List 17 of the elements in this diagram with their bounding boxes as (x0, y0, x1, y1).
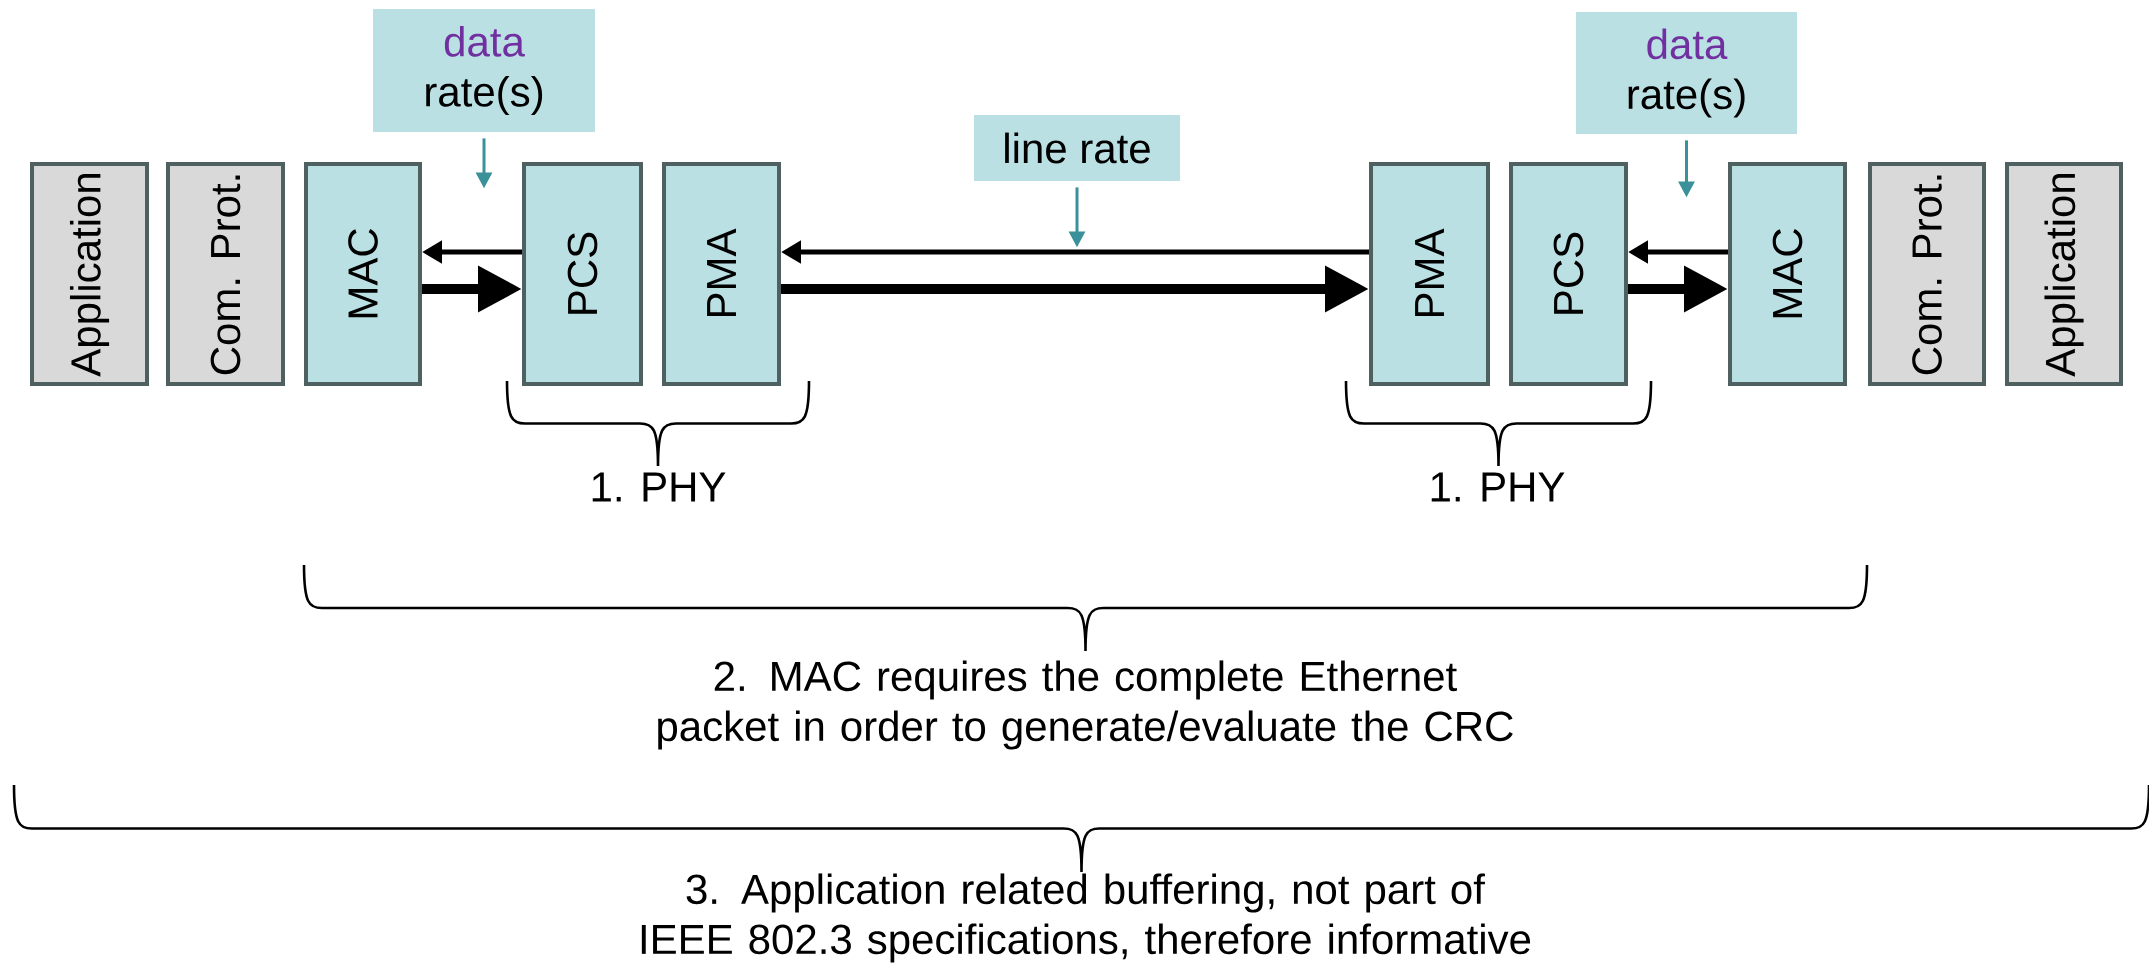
layer-box: Com. Prot. (1868, 162, 1986, 386)
layer-box: PMA (662, 162, 781, 386)
annotation-text: 3. Application related buffering, not part of IEEE 802.3 specifications, therefore informative (641, 873, 1531, 963)
layer-box: Com. Prot. (166, 162, 285, 386)
layer-box: Application (30, 162, 149, 386)
callout-box: data rate(s) (1576, 12, 1797, 134)
layer-box: Application (2005, 162, 2123, 386)
annotation-text: 1. PHY (592, 472, 726, 502)
layer-box: PCS (1509, 162, 1628, 386)
layer-box: MAC (1728, 162, 1847, 386)
annotation-text: 1. PHY (1431, 472, 1565, 502)
layer-box: PCS (522, 162, 643, 386)
annotation-text: 2. MAC requires the complete Ethernet packet in order to generate/evaluate the CRC (658, 660, 1513, 750)
callout-box: line rate (974, 115, 1180, 181)
callout-box: data rate(s) (373, 9, 595, 132)
layer-box: MAC (304, 162, 422, 386)
layer-box: PMA (1369, 162, 1490, 386)
